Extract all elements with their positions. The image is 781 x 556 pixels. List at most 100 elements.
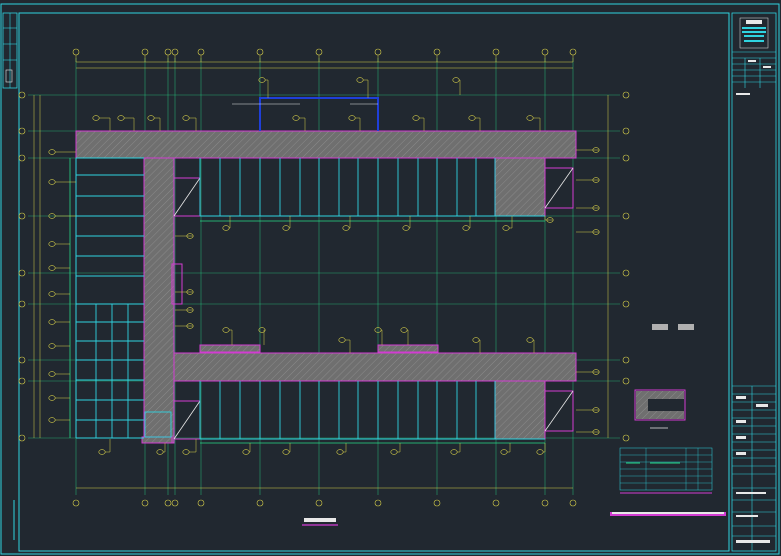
tag-leader [189,439,197,453]
west-wing-wall [143,130,175,444]
axis-bubble-bottom [197,499,205,507]
tag-marker [186,233,194,239]
tag-leader [475,117,481,131]
tag-leader [459,79,461,95]
axis-bubble-top [72,48,80,56]
tag-leader [479,339,481,353]
axis-bubble-bottom [315,499,323,507]
axis-bubble-right [622,434,630,442]
tag-marker [48,343,56,349]
tag-marker [48,371,56,377]
axis-bubble-left [18,377,26,385]
legend-table [610,447,726,516]
axis-bubble-top [256,48,264,56]
tag-marker [468,115,476,121]
tag-marker [48,265,56,271]
tag-leader [189,117,197,131]
axis-bubble-left [18,269,26,277]
tag-marker [48,319,56,325]
tag-leader [99,117,111,131]
tag-leader [343,443,347,453]
axis-bubble-right [622,269,630,277]
tag-leader [533,339,535,353]
building-walls [75,130,577,444]
tag-marker [400,327,408,333]
axis-bubble-left [18,154,26,162]
tag-marker [182,449,190,455]
axis-bubble-right [622,91,630,99]
tag-marker [452,77,460,83]
tag-marker [336,449,344,455]
tag-leader [345,339,351,353]
tag-leader [355,117,361,131]
tag-marker [412,115,420,121]
tag-marker [592,369,600,375]
tag-marker [182,115,190,121]
tag-marker [472,337,480,343]
left-binding-strip [2,12,18,540]
tag-marker [536,449,544,455]
room-partitions [69,157,545,444]
tag-marker [222,225,230,231]
north-east-stair [494,157,546,217]
north-corridor-wall [75,130,577,159]
tag-marker [258,327,266,333]
axis-bubble-top [492,48,500,56]
axis-bubble-left [18,434,26,442]
tag-leader [381,329,383,345]
tag-marker [258,77,266,83]
axis-bubble-right [622,212,630,220]
annotation-tags [48,77,600,455]
tag-marker [402,225,410,231]
tag-leader [229,216,231,229]
drawing-title [302,518,338,526]
tag-marker [342,225,350,231]
axis-bubble-left [18,91,26,99]
axis-bubble-top [433,48,441,56]
sheet-inner-border [18,12,730,552]
axis-bubble-top [171,48,179,56]
axis-bubble-left [18,212,26,220]
axis-bubbles [18,48,630,507]
tag-leader [509,216,513,229]
tag-marker [592,205,600,211]
tag-marker [356,77,364,83]
tag-leader [469,216,471,229]
tag-marker [450,449,458,455]
tag-leader [544,216,553,221]
tag-marker [48,179,56,185]
axis-bubble-left [18,300,26,308]
axis-bubble-bottom [541,499,549,507]
tag-marker [592,429,600,435]
tag-marker [282,449,290,455]
blue-highlight [232,97,379,131]
tag-marker [242,449,250,455]
south-corridor-wall [173,352,577,382]
axis-bubble-bottom [569,499,577,507]
tag-leader [457,443,461,453]
tag-marker [117,115,125,121]
tag-marker [526,115,534,121]
axis-bubble-right [622,377,630,385]
tag-leader [507,443,511,453]
axis-bubble-bottom [374,499,382,507]
tag-marker [222,327,230,333]
tag-marker [92,115,100,121]
tag-marker [462,225,470,231]
tag-marker [592,177,600,183]
tag-marker [48,213,56,219]
tag-leader [363,79,369,98]
axis-bubble-bottom [171,499,179,507]
tag-marker [186,307,194,313]
axis-bubble-right [622,300,630,308]
tag-leader [407,329,409,345]
tag-leader [299,117,306,131]
tag-marker [282,225,290,231]
axis-bubble-bottom [72,499,80,507]
axis-bubble-right [622,356,630,364]
tag-marker [500,449,508,455]
title-block [731,12,777,552]
tag-marker [48,417,56,423]
axis-bubble-top [164,48,172,56]
